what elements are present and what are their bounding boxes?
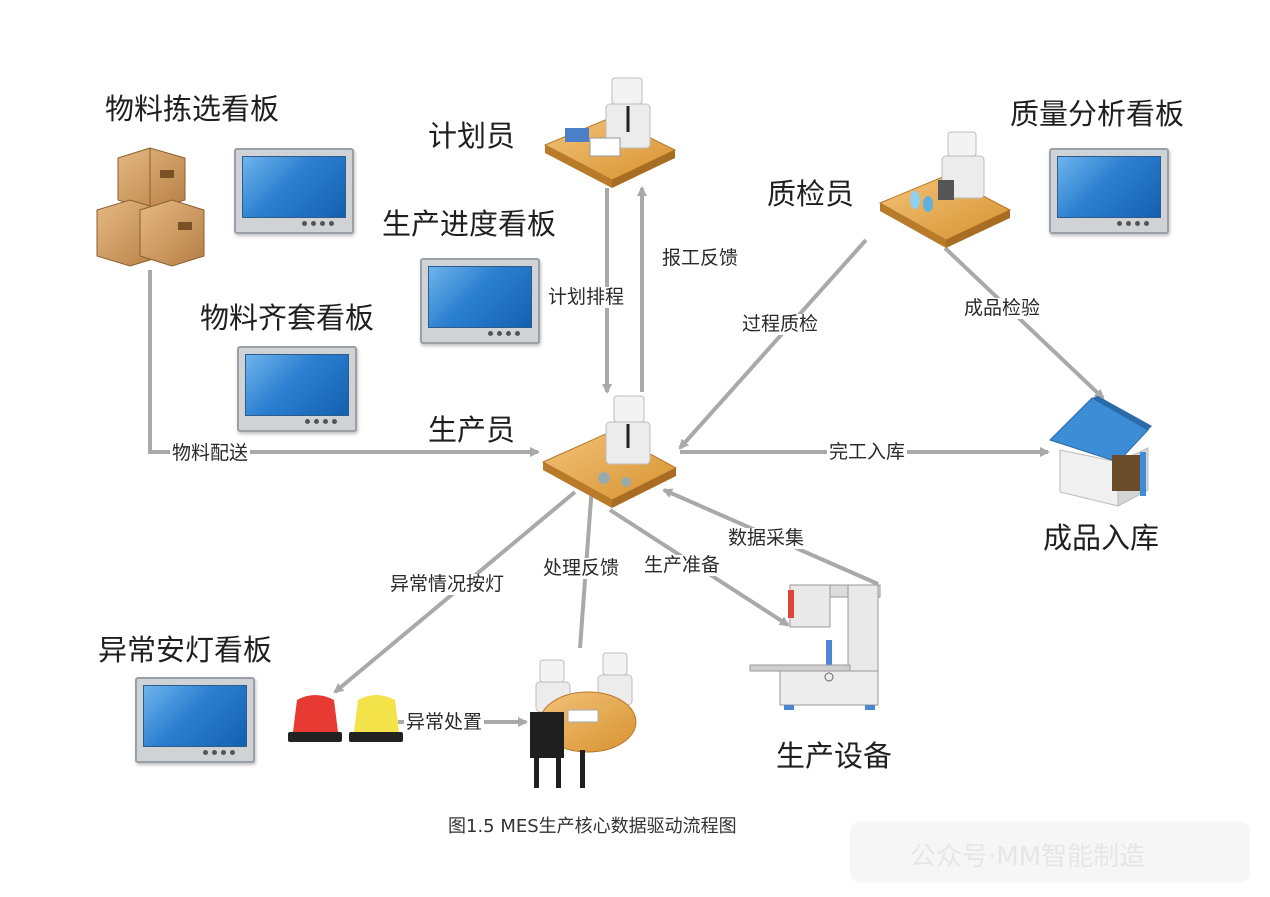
- planner-desk-icon: [543, 77, 677, 188]
- label-material-picking-board: 物料拣选看板: [105, 92, 280, 126]
- meeting-table-icon: [530, 652, 637, 788]
- label-andon-board: 异常安灯看板: [98, 633, 273, 667]
- production-machine-icon: [749, 584, 881, 710]
- monitor-icon: [242, 156, 346, 218]
- edge-label-plan-schedule: 计划排程: [546, 286, 627, 308]
- monitor-material-kitting: [237, 346, 357, 432]
- edge-label-exception-handling: 异常处置: [404, 711, 485, 733]
- monitor-material-picking: [234, 148, 354, 234]
- label-quality-inspector: 质检员: [767, 177, 855, 211]
- monitor-icon: [245, 354, 349, 416]
- edge-material-delivery: [148, 270, 540, 457]
- monitor-quality-analysis: [1049, 148, 1169, 234]
- label-production-equipment: 生产设备: [776, 739, 893, 773]
- monitor-icon: [1057, 156, 1161, 218]
- inspector-desk-icon: [878, 131, 1012, 248]
- label-finished-storage: 成品入库: [1043, 521, 1160, 555]
- label-planner: 计划员: [428, 119, 516, 153]
- label-quality-analysis-board: 质量分析看板: [1010, 97, 1185, 131]
- edge-label-material-delivery: 物料配送: [170, 442, 251, 464]
- watermark: 公众号·MM智能制造: [850, 822, 1250, 882]
- edge-label-product-inspection: 成品检验: [962, 297, 1043, 319]
- producer-desk-icon: [541, 395, 678, 508]
- edge-label-data-collection: 数据采集: [726, 527, 807, 549]
- monitor-icon: [428, 266, 532, 328]
- monitor-icon: [143, 685, 247, 747]
- yellow-alarm-light-icon: [349, 695, 403, 742]
- label-production-progress-board: 生产进度看板: [382, 207, 557, 241]
- edge-product-inspection: [943, 246, 1105, 400]
- edge-label-handling-feedback: 处理反馈: [541, 557, 622, 579]
- label-producer: 生产员: [428, 413, 516, 447]
- cardboard-boxes-icon: [96, 147, 205, 267]
- figure-caption: 图1.5 MES生产核心数据驱动流程图: [448, 816, 737, 837]
- edge-label-exception-andon: 异常情况按灯: [388, 573, 507, 595]
- monitor-production-progress: [420, 258, 540, 344]
- watermark-text: 公众号·MM智能制造: [910, 842, 1146, 872]
- edge-label-completion-storage: 完工入库: [827, 441, 908, 463]
- label-material-kitting-board: 物料齐套看板: [200, 301, 375, 335]
- edge-label-process-qc: 过程质检: [740, 313, 821, 335]
- edge-label-production-prep: 生产准备: [642, 554, 723, 576]
- red-alarm-light-icon: [288, 695, 342, 742]
- warehouse-icon: [1049, 396, 1152, 507]
- edge-label-work-report-feedback: 报工反馈: [660, 247, 741, 269]
- monitor-andon: [135, 677, 255, 763]
- edge-process-qc: [678, 238, 868, 450]
